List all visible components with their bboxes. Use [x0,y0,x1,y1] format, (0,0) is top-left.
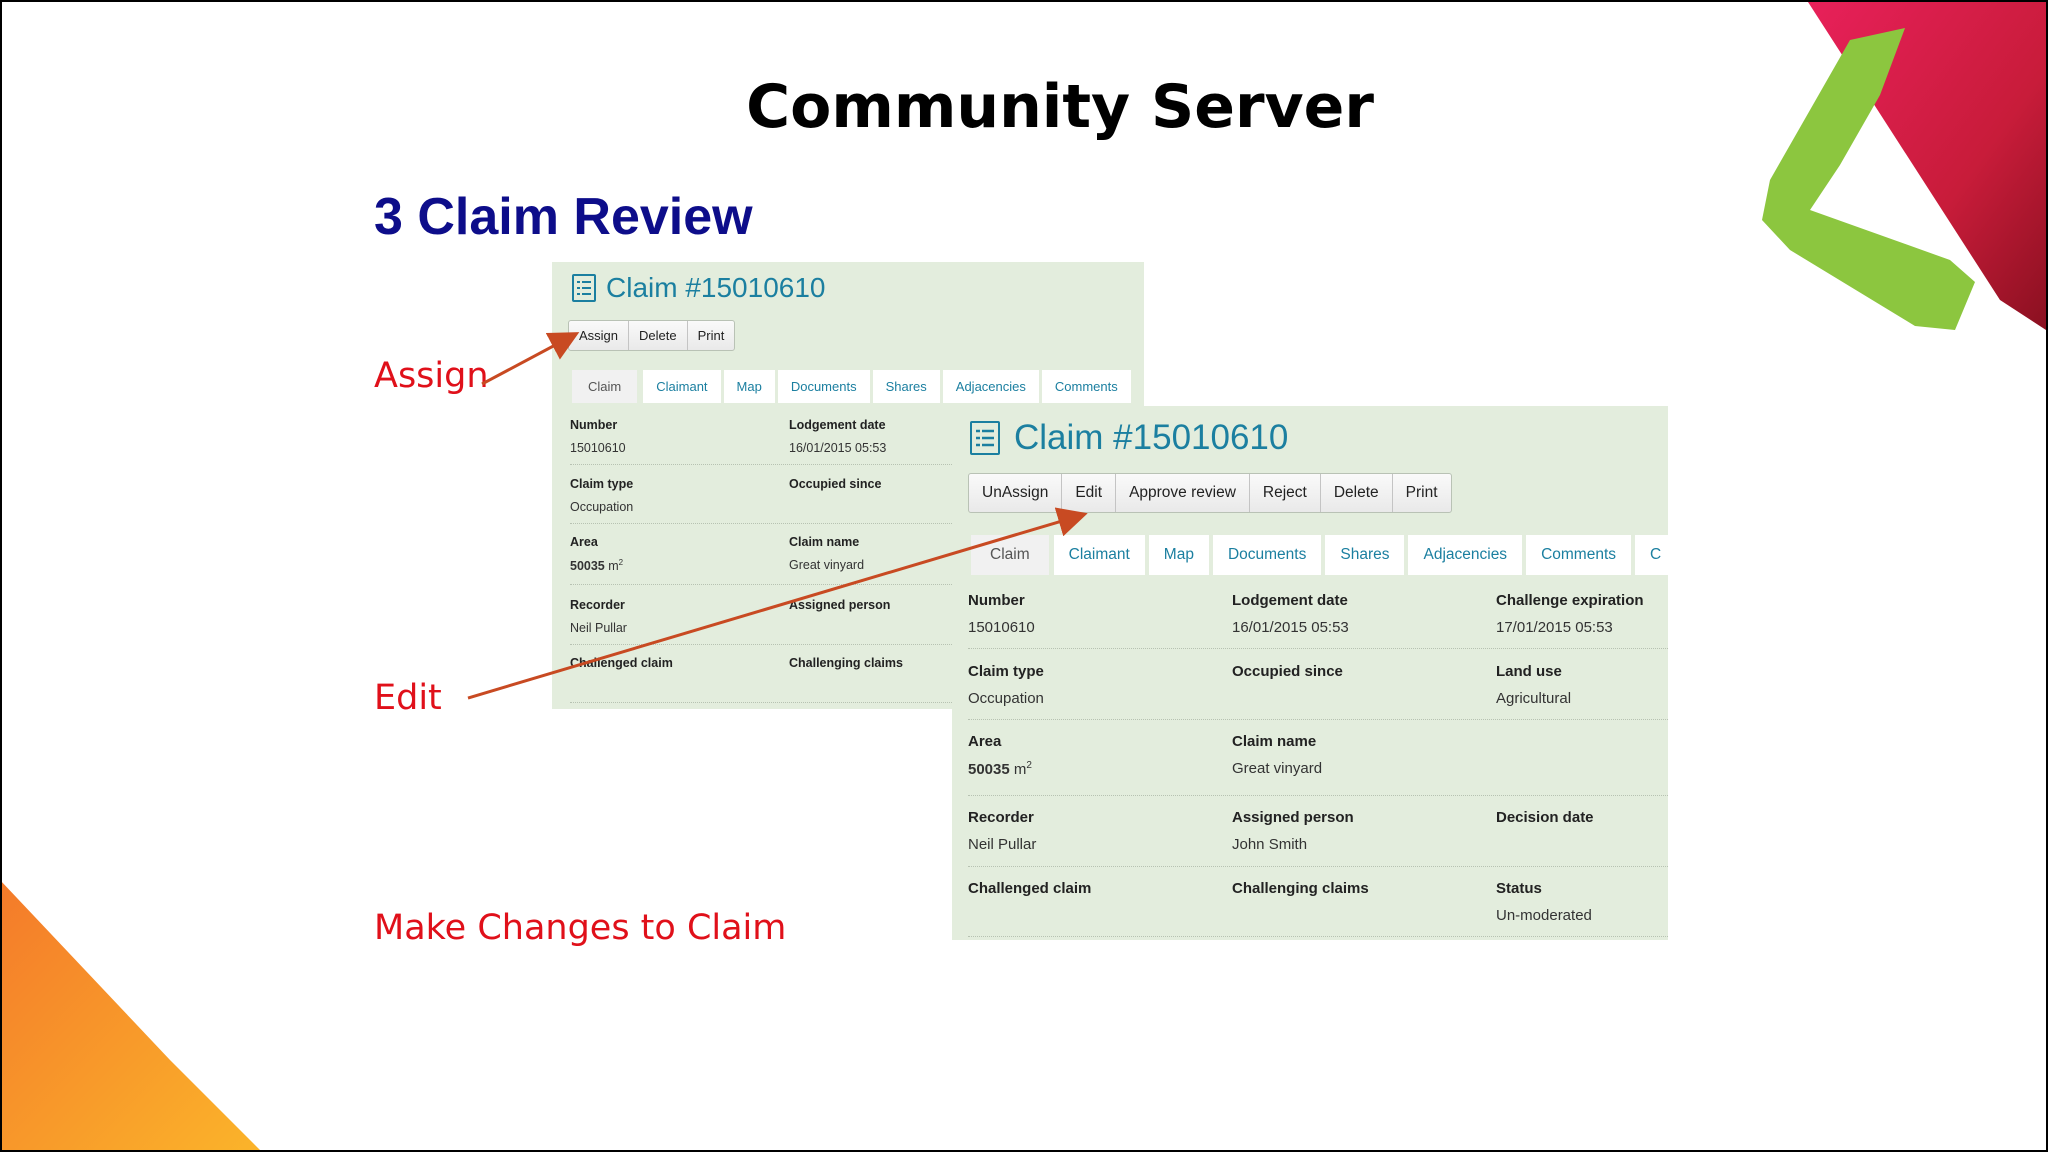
field-value: 15010610 [968,619,1035,636]
claim-list-icon [970,421,1000,455]
tabs-large: Claim Claimant Map Documents Shares Adja… [971,535,1668,575]
tab-map-small[interactable]: Map [723,370,775,403]
field-value: Great vinyard [1232,760,1323,777]
tab-adjacencies-small[interactable]: Adjacencies [942,370,1039,403]
field-label: Decision date [1496,809,1594,826]
tab-map-large[interactable]: Map [1148,535,1209,575]
green-arrow-shape [1762,28,1975,330]
field-value: Occupation [570,500,634,514]
label-edit: Edit [374,678,442,718]
action-bar-small: Assign Delete Print [568,320,736,351]
unassign-button[interactable]: UnAssign [969,474,1063,512]
field-label: Assigned person [1232,809,1354,826]
claim-title-small: Claim #15010610 [606,272,826,303]
tab-adjacencies-large[interactable]: Adjacencies [1408,535,1523,575]
tab-documents-small[interactable]: Documents [777,370,870,403]
slide-subtitle: 3 Claim Review [374,188,753,246]
field-label: Claim name [789,535,860,549]
reject-button[interactable]: Reject [1250,474,1321,512]
field-label: Challenged claim [570,656,673,670]
field-value: 15010610 [570,441,626,455]
tab-overflow-large[interactable]: C [1635,535,1668,575]
field-value: Great vinyard [789,558,865,572]
field-label: Recorder [570,598,625,612]
row-divider [968,648,1668,649]
action-bar-large: UnAssign Edit Approve review Reject Dele… [968,473,1452,513]
tab-comments-large[interactable]: Comments [1526,535,1631,575]
slide-title: Community Server [746,72,1374,142]
assign-button[interactable]: Assign [569,321,630,350]
field-label: Assigned person [789,598,891,612]
field-value: Neil Pullar [968,836,1037,853]
tab-comments-small[interactable]: Comments [1041,370,1131,403]
field-label: Status [1496,880,1542,897]
row-divider [570,464,1144,465]
approve-review-button[interactable]: Approve review [1116,474,1250,512]
field-label: Recorder [968,809,1034,826]
field-label: Occupied since [789,477,882,491]
row-divider [968,795,1668,796]
field-value: 16/01/2015 05:53 [1232,619,1349,636]
field-value: Neil Pullar [570,621,627,635]
edit-button[interactable]: Edit [1062,474,1117,512]
field-label: Land use [1496,663,1562,680]
claim-title-large: Claim #15010610 [1014,418,1289,457]
claim-panel-large: Claim #15010610 UnAssign Edit Approve re… [952,406,1668,940]
area-value-large: 50035 m2 [968,760,1032,778]
tab-claim-large[interactable]: Claim [971,535,1049,575]
field-label: Lodgement date [789,418,886,432]
row-divider [968,719,1668,720]
claim-list-icon [572,274,596,302]
tab-shares-small[interactable]: Shares [872,370,940,403]
field-label: Claim type [968,663,1044,680]
claim-heading-large: Claim #15010610 [970,418,1288,458]
field-value: 17/01/2015 05:53 [1496,619,1613,636]
field-label: Challenging claims [1232,880,1369,897]
field-label: Challenge expiration [1496,592,1644,609]
tab-shares-large[interactable]: Shares [1325,535,1405,575]
tab-documents-large[interactable]: Documents [1212,535,1322,575]
field-label: Number [968,592,1025,609]
delete-button-small[interactable]: Delete [629,321,688,350]
row-divider [968,936,1668,937]
row-divider [570,702,1144,703]
field-label: Challenged claim [968,880,1092,897]
delete-button-large[interactable]: Delete [1321,474,1393,512]
orange-corner-shape [0,880,260,1150]
field-value: John Smith [1232,836,1308,853]
field-label: Lodgement date [1232,592,1348,609]
tabs-small: Claim Claimant Map Documents Shares Adja… [572,370,1131,403]
field-value: Un-moderated [1496,907,1592,924]
row-divider [968,866,1668,867]
field-label: Area [968,733,1002,750]
label-make-changes: Make Changes to Claim [374,908,787,948]
field-label: Challenging claims [789,656,903,670]
field-label: Area [570,535,598,549]
claim-heading-small: Claim #15010610 [572,272,826,304]
print-button-large[interactable]: Print [1405,484,1438,501]
field-label: Claim type [570,477,634,491]
label-assign: Assign [374,356,489,396]
tab-claimant-small[interactable]: Claimant [643,370,721,403]
field-label: Occupied since [1232,663,1343,680]
field-value: Occupation [968,690,1044,707]
field-value: Agricultural [1496,690,1572,707]
field-label: Number [570,418,618,432]
print-button-small[interactable]: Print [697,328,725,343]
field-label: Claim name [1232,733,1317,750]
area-value-small: 50035 m2 [570,558,624,574]
tab-claim-small[interactable]: Claim [572,370,638,403]
field-value: 16/01/2015 05:53 [789,441,887,455]
tab-claimant-large[interactable]: Claimant [1053,535,1145,575]
